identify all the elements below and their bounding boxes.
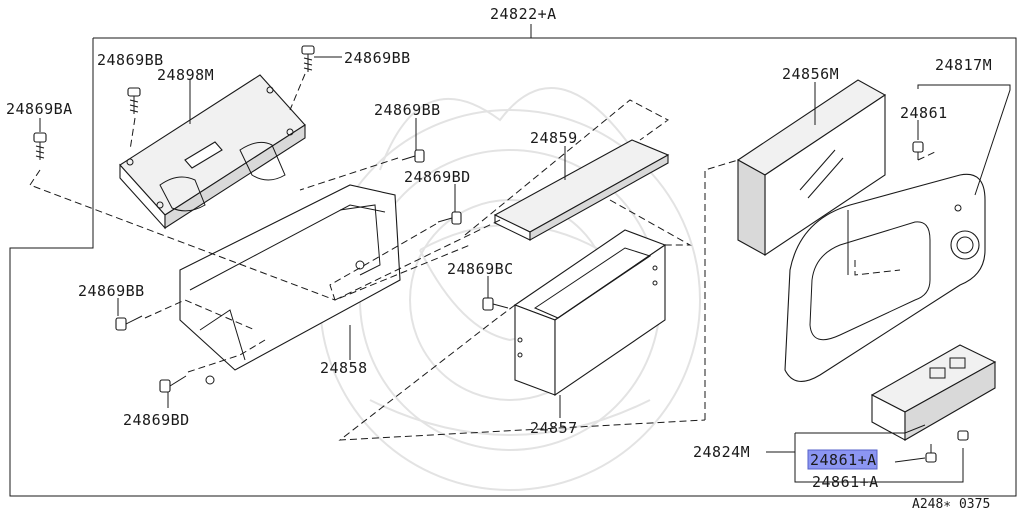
label-24869bd-low[interactable]: 24869BD (123, 411, 190, 429)
diagram-code: A248∗ 0375 (912, 497, 990, 511)
label-24824m[interactable]: 24824M (693, 443, 750, 461)
label-24869bb-mid[interactable]: 24869BB (374, 101, 441, 119)
assembly-frame (9, 24, 1017, 497)
part-24824m-switch (870, 344, 997, 441)
part-24817m-bezel (784, 173, 986, 382)
label-24858[interactable]: 24858 (320, 359, 368, 377)
screw-24869bd-mid (437, 211, 462, 225)
part-24856m-display (736, 79, 887, 257)
label-24869bc[interactable]: 24869BC (447, 260, 514, 278)
screw-24869bd-low (159, 375, 187, 393)
part-24898m-module (119, 74, 306, 230)
label-24861a-selected[interactable]: 24861+A (810, 451, 877, 469)
part-24857-frame (513, 229, 667, 397)
screw-24869bb-left (127, 87, 141, 114)
selected-part-highlight (807, 449, 878, 470)
label-24869bb-top-right[interactable]: 24869BB (344, 49, 411, 67)
assembly-dashed-lines (29, 73, 936, 441)
screw-24869bb-mid (401, 149, 425, 163)
clip-24861a-2 (957, 430, 969, 441)
screw-24869bb-low (115, 315, 143, 331)
part-24858-bracket (179, 184, 401, 385)
part-24859-panel (493, 139, 670, 241)
label-24817m[interactable]: 24817M (935, 56, 992, 74)
clip-24861a-1 (925, 444, 937, 463)
screw-24869bb-top (301, 45, 315, 72)
clip-24861 (912, 141, 924, 160)
label-24869bb-left[interactable]: 24869BB (78, 282, 145, 300)
label-24822a[interactable]: 24822+A (490, 5, 557, 23)
label-24898m[interactable]: 24898M (157, 66, 214, 84)
screw-24869bc (482, 297, 509, 311)
label-24869bd-mid[interactable]: 24869BD (404, 168, 471, 186)
label-24861a[interactable]: 24861+A (812, 473, 879, 491)
label-24861[interactable]: 24861 (900, 104, 948, 122)
screw-24869ba (33, 132, 47, 160)
label-24857[interactable]: 24857 (530, 419, 578, 437)
label-24869ba[interactable]: 24869BA (6, 100, 73, 118)
label-24859[interactable]: 24859 (530, 129, 578, 147)
leader-lines (39, 56, 1011, 483)
label-24869bb-top-left[interactable]: 24869BB (97, 51, 164, 69)
label-24856m[interactable]: 24856M (782, 65, 839, 83)
